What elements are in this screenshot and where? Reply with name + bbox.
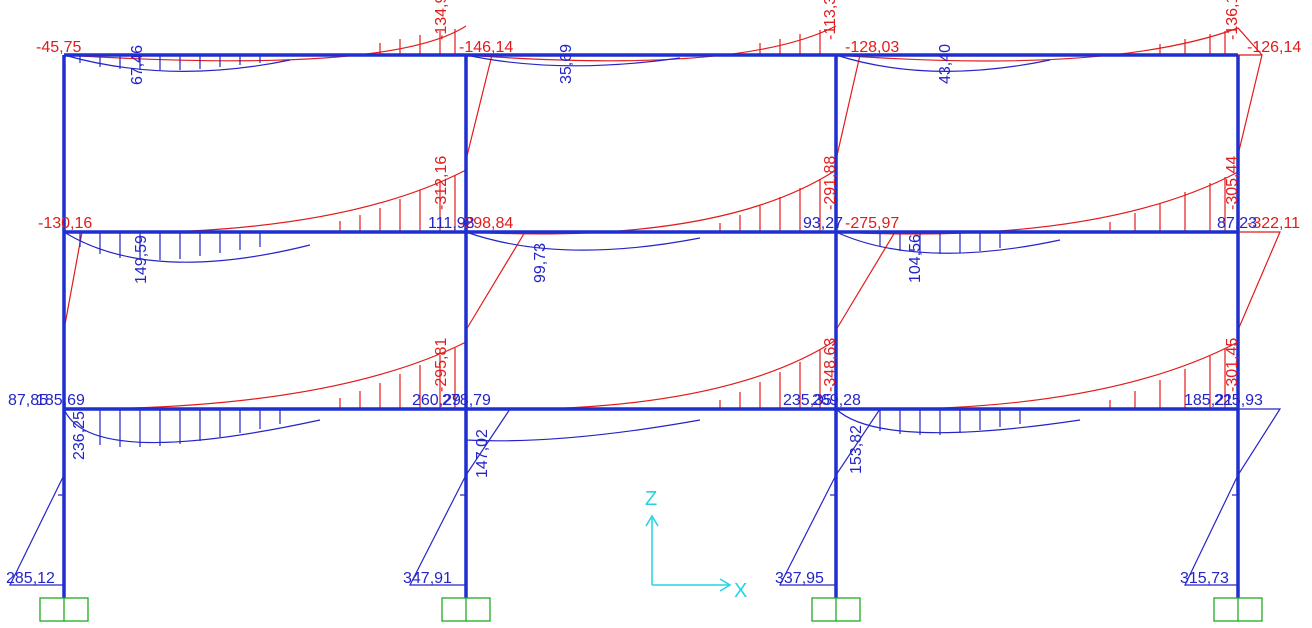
negative-moment-label: -305,44 bbox=[1224, 156, 1241, 210]
negative-moment-diagram bbox=[63, 25, 1281, 411]
negative-moment-label: -146,14 bbox=[459, 39, 513, 56]
positive-moment-label: 111,98 bbox=[428, 215, 475, 232]
negative-moment-label: -275,97 bbox=[845, 215, 899, 232]
negative-moment-label: -322,11 bbox=[1247, 215, 1300, 232]
hatch-lines bbox=[379, 29, 1226, 55]
positive-moment-label: 285,12 bbox=[6, 570, 55, 587]
column-moment-line bbox=[835, 54, 897, 331]
positive-moment-label: 269,28 bbox=[812, 392, 861, 409]
x-arrow-icon bbox=[719, 578, 732, 592]
support-group bbox=[39, 597, 1263, 622]
positive-moment-label: 347,91 bbox=[403, 570, 452, 587]
fixed-support-icon bbox=[811, 597, 861, 622]
beam-moment-curve bbox=[63, 169, 467, 234]
negative-moment-label: -45,75 bbox=[36, 39, 81, 56]
positive-moment-label: 35,69 bbox=[558, 44, 575, 84]
negative-moment-label: -134,96 bbox=[433, 0, 450, 40]
coordinate-axes bbox=[645, 514, 732, 592]
positive-moment-label: 87,85 bbox=[8, 392, 48, 409]
beam-moment-curve bbox=[835, 341, 1239, 411]
fixed-support-icon bbox=[441, 597, 491, 622]
beam-sag-curve bbox=[465, 409, 701, 442]
positive-moment-label: 147,02 bbox=[474, 429, 491, 478]
negative-moment-label: -128,03 bbox=[845, 39, 899, 56]
negative-moment-label: -136,14 bbox=[1224, 0, 1241, 40]
positive-moment-label: 93,27 bbox=[803, 215, 843, 232]
fixed-support-icon bbox=[1213, 597, 1263, 622]
positive-moment-label: 337,95 bbox=[775, 570, 824, 587]
negative-moment-label: -348,63 bbox=[822, 338, 839, 392]
positive-moment-label: 235,35 bbox=[783, 392, 832, 409]
column-base-line bbox=[9, 409, 65, 586]
positive-moment-label: 225,93 bbox=[1214, 392, 1263, 409]
sag-hatch bbox=[99, 409, 281, 447]
beam-moment-curve bbox=[63, 25, 467, 62]
positive-moment-label: 149,59 bbox=[133, 235, 150, 284]
positive-moment-label: 315,73 bbox=[1180, 570, 1229, 587]
beam-moment-curve bbox=[835, 171, 1239, 235]
sag-hatch bbox=[879, 232, 1001, 254]
beam-sag-curve bbox=[835, 54, 1051, 72]
negative-moment-label: -113,37 bbox=[822, 0, 839, 40]
negative-moment-label: -298,84 bbox=[459, 215, 513, 232]
sag-hatch bbox=[79, 55, 261, 70]
beam-moment-curve bbox=[63, 341, 467, 410]
negative-moment-label: -130,16 bbox=[38, 215, 92, 232]
beam-moment-curve bbox=[835, 27, 1263, 62]
beam-sag-curve bbox=[465, 231, 701, 251]
positive-moment-label: 87,23 bbox=[1217, 215, 1257, 232]
column-moment-line bbox=[465, 54, 527, 331]
positive-moment-diagram bbox=[9, 54, 1282, 586]
positive-moment-label: 99,73 bbox=[532, 243, 549, 283]
negative-moment-label: -301,45 bbox=[1224, 338, 1241, 392]
column-moment-line bbox=[63, 231, 83, 331]
frame-structure bbox=[62, 53, 1240, 598]
sag-hatch bbox=[879, 409, 1021, 435]
beam-sag-curve bbox=[63, 408, 321, 444]
negative-moment-label: -312,16 bbox=[433, 156, 450, 210]
sag-hatch bbox=[79, 232, 261, 260]
z-axis-label: Z bbox=[645, 488, 657, 510]
positive-moment-label: 185,69 bbox=[36, 392, 85, 409]
column-base-line bbox=[1184, 408, 1282, 586]
beam-sag-curve bbox=[835, 408, 1081, 434]
column-base-line bbox=[779, 408, 882, 586]
positive-moment-label: 104,56 bbox=[907, 234, 924, 283]
negative-moment-label: -295,81 bbox=[433, 338, 450, 392]
fixed-support-icon bbox=[39, 597, 89, 622]
column-base-line bbox=[409, 408, 512, 586]
positive-moment-label: 43,40 bbox=[937, 44, 954, 84]
beam-sag-curve bbox=[835, 231, 1061, 254]
z-arrow-icon bbox=[645, 514, 659, 527]
beam-sag-curve bbox=[63, 231, 311, 263]
positive-moment-label: 185,21 bbox=[1184, 392, 1233, 409]
positive-moment-label: 236,25 bbox=[71, 411, 88, 460]
beam-sag-curve bbox=[465, 54, 681, 67]
positive-moment-label: 153,82 bbox=[848, 425, 865, 474]
positive-moment-label: 278,79 bbox=[442, 392, 491, 409]
beam-moment-curve bbox=[465, 169, 837, 235]
beam-moment-curve bbox=[465, 25, 837, 62]
column-moment-line bbox=[1237, 54, 1281, 331]
beam-sag-curve bbox=[63, 54, 291, 72]
negative-moment-label: -291,88 bbox=[822, 156, 839, 210]
moment-label-layer: -45,75 -134,96 -146,14 -113,37 -128,03 -136,1… bbox=[6, 0, 1301, 587]
positive-moment-label: 260,29 bbox=[412, 392, 461, 409]
negative-moment-label: -126,14 bbox=[1247, 39, 1301, 56]
positive-moment-label: 67,46 bbox=[129, 45, 146, 85]
hatch-lines bbox=[339, 175, 1226, 232]
x-axis-label: X bbox=[734, 580, 747, 602]
hatch-lines bbox=[339, 348, 1226, 409]
